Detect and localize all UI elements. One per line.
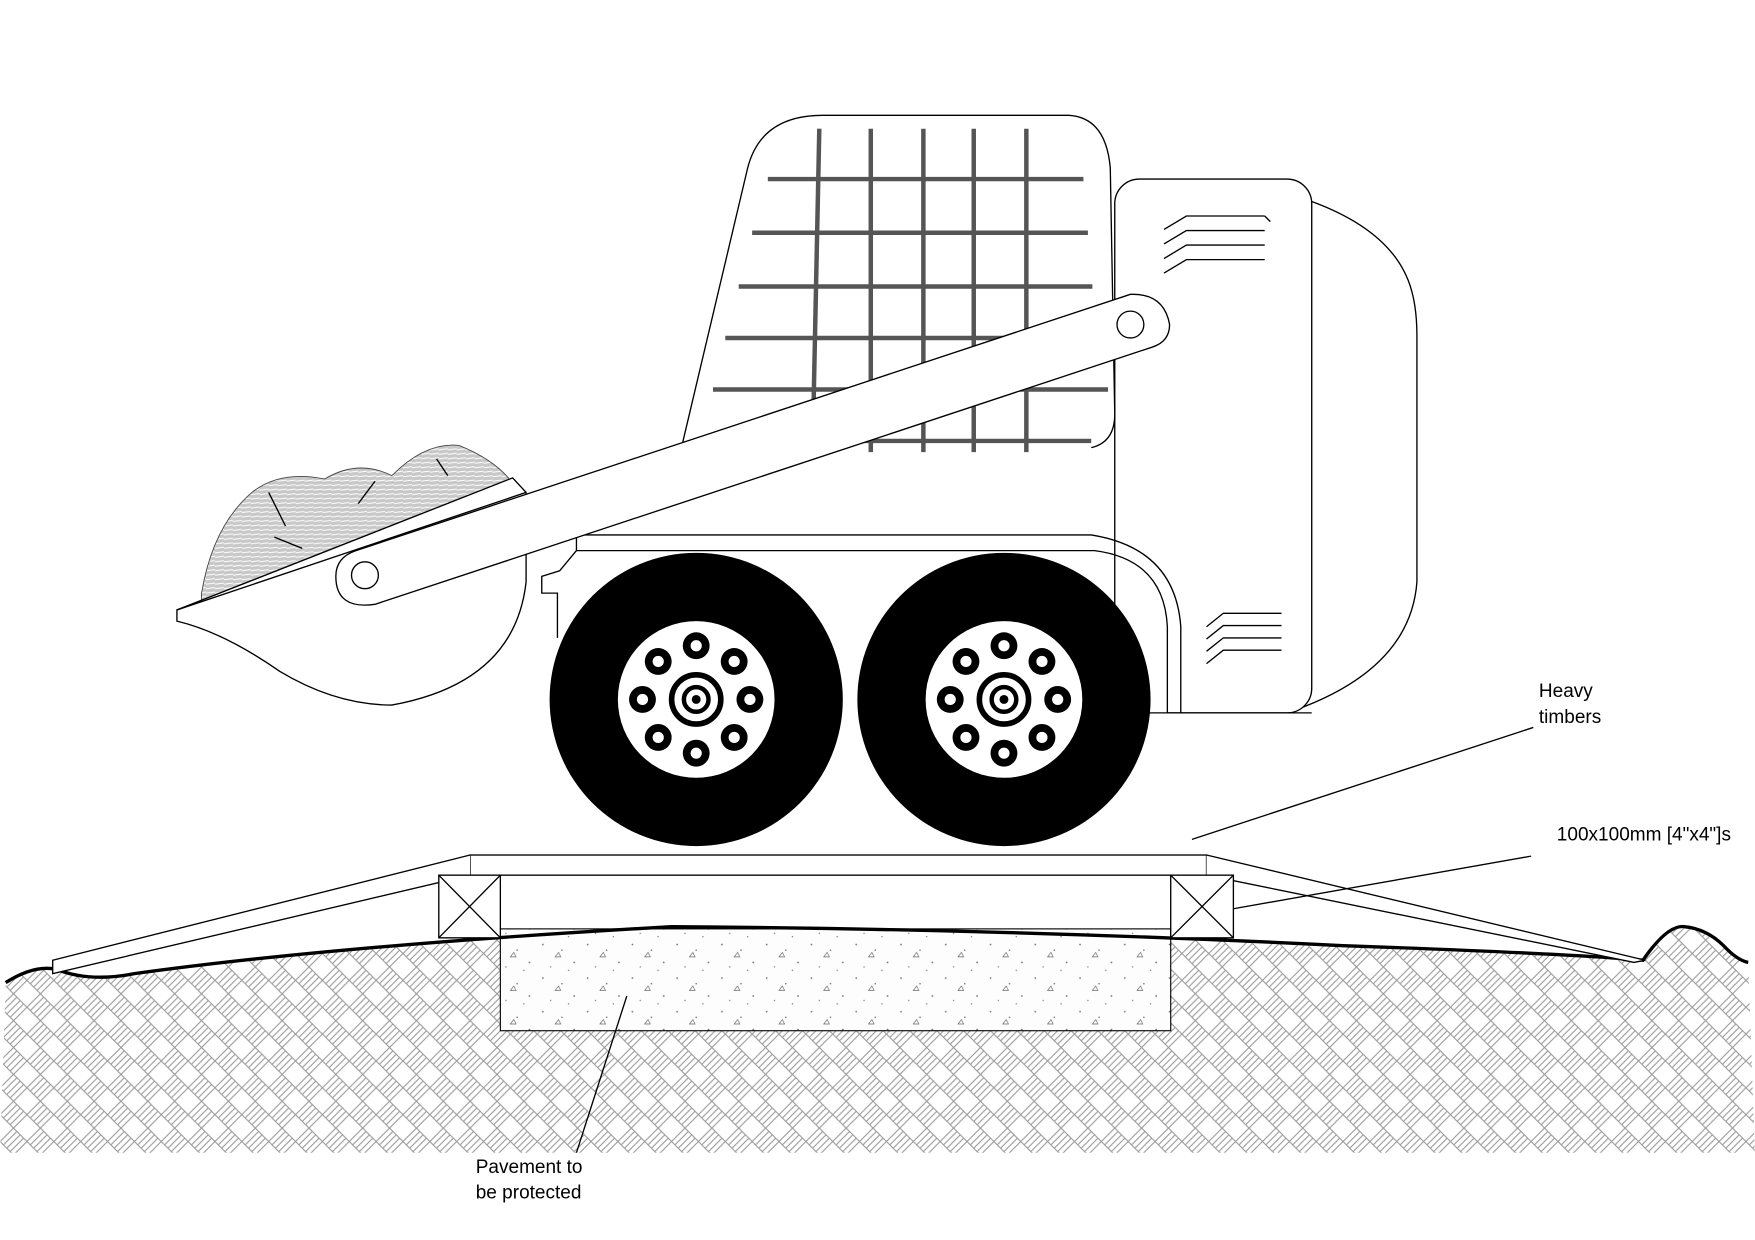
- rear-bulge: [1286, 200, 1418, 714]
- label-timber-size: 100x100mm [4"x4"]s: [1557, 824, 1731, 845]
- timber-ramp: [52, 854, 1646, 975]
- soil-load: [201, 444, 516, 605]
- chassis: [541, 534, 1312, 714]
- hub-ring: [976, 672, 1032, 727]
- cage-grid: [702, 128, 1109, 453]
- label-heavy-timbers-2: timbers: [1539, 707, 1601, 728]
- ground-line: [4, 924, 1749, 985]
- ground-hatch: [0, 926, 1755, 1153]
- arm-pivot-rear: [1116, 310, 1145, 339]
- label-heavy-timbers-1: Heavy: [1539, 681, 1593, 702]
- wheel-rear: [857, 552, 1151, 847]
- callouts: Heavy timbers 100x100mm [4"x4"]s Pavemen…: [476, 681, 1731, 1203]
- pavement-slab: [499, 928, 1172, 1032]
- vent-lower: [1206, 612, 1282, 665]
- loader-arm: [335, 293, 1171, 606]
- skid-steer-loader: [176, 114, 1418, 714]
- label-pavement-2: be protected: [476, 1183, 582, 1204]
- vent-upper: [1163, 215, 1271, 274]
- wheel-front: [549, 552, 843, 847]
- label-pavement-1: Pavement to: [476, 1157, 583, 1178]
- arm-pivot-front: [350, 561, 380, 590]
- hub-ring: [668, 672, 724, 727]
